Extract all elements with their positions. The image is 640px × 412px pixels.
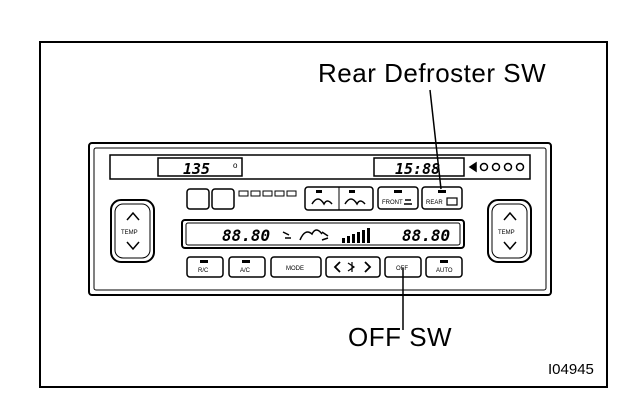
- mode-label: MODE: [286, 266, 304, 272]
- front-defrost-label: FRONT: [382, 200, 403, 206]
- temp-right-button[interactable]: TEMP: [487, 199, 532, 263]
- fresh-air-icon: [311, 198, 333, 206]
- fan-down-icon: [333, 261, 341, 273]
- rear-defroster-callout: Rear Defroster SW: [318, 58, 547, 88]
- rear-defrost-button[interactable]: REAR: [421, 186, 463, 210]
- fan-level-indicators: [238, 190, 297, 197]
- auto-button[interactable]: AUTO: [425, 256, 463, 278]
- top-left-display: [157, 157, 243, 177]
- off-switch-callout: OFF SW: [348, 322, 453, 352]
- recirc-button[interactable]: R/C: [186, 256, 224, 278]
- ac-button[interactable]: A/C: [228, 256, 266, 278]
- figure-frame: [39, 41, 608, 388]
- temp-right-label: TEMP: [498, 230, 515, 236]
- fan-icon: [347, 262, 356, 272]
- figure-id: I04945: [548, 361, 594, 378]
- main-display: [181, 219, 465, 249]
- main-left-readout: 88.80: [222, 226, 270, 245]
- recirc-air-icon: [344, 198, 366, 206]
- ac-label: A/C: [240, 268, 251, 274]
- control-panel-inner: [93, 147, 547, 291]
- mode-button[interactable]: MODE: [270, 256, 322, 278]
- air-source-buttons[interactable]: [304, 186, 374, 211]
- recirc-label: R/C: [198, 268, 209, 274]
- top-left-readout: 135: [183, 160, 210, 178]
- indicator-dots: [468, 161, 525, 173]
- temp-left-button[interactable]: TEMP: [110, 199, 155, 263]
- top-right-display: [373, 157, 465, 177]
- fan-speed-button[interactable]: [325, 256, 381, 278]
- clock-readout: 15:88: [395, 160, 440, 178]
- top-left-indicator: o: [233, 161, 238, 170]
- airflow-indicator-icon: [282, 229, 329, 241]
- temp-left-up-icon: [126, 211, 140, 221]
- temp-left-label: TEMP: [121, 230, 138, 236]
- preset-button-1[interactable]: [186, 188, 210, 210]
- fan-bar-icon: [342, 228, 370, 243]
- temp-right-down-icon: [503, 241, 517, 251]
- auto-label: AUTO: [436, 268, 453, 274]
- preset-button-2[interactable]: [211, 188, 235, 210]
- control-panel: [88, 142, 552, 296]
- rear-defrost-icon: [446, 197, 458, 206]
- top-display-strip: [109, 154, 531, 180]
- fan-up-icon: [364, 261, 372, 273]
- off-label: OFF: [396, 266, 408, 272]
- temp-right-up-icon: [503, 211, 517, 221]
- rear-defrost-label: REAR: [426, 200, 443, 206]
- front-defrost-icon: [404, 199, 412, 205]
- front-defrost-button[interactable]: FRONT: [377, 186, 419, 210]
- main-right-readout: 88.80: [402, 226, 450, 245]
- rear-defroster-leader: [429, 89, 442, 190]
- temp-left-down-icon: [126, 241, 140, 251]
